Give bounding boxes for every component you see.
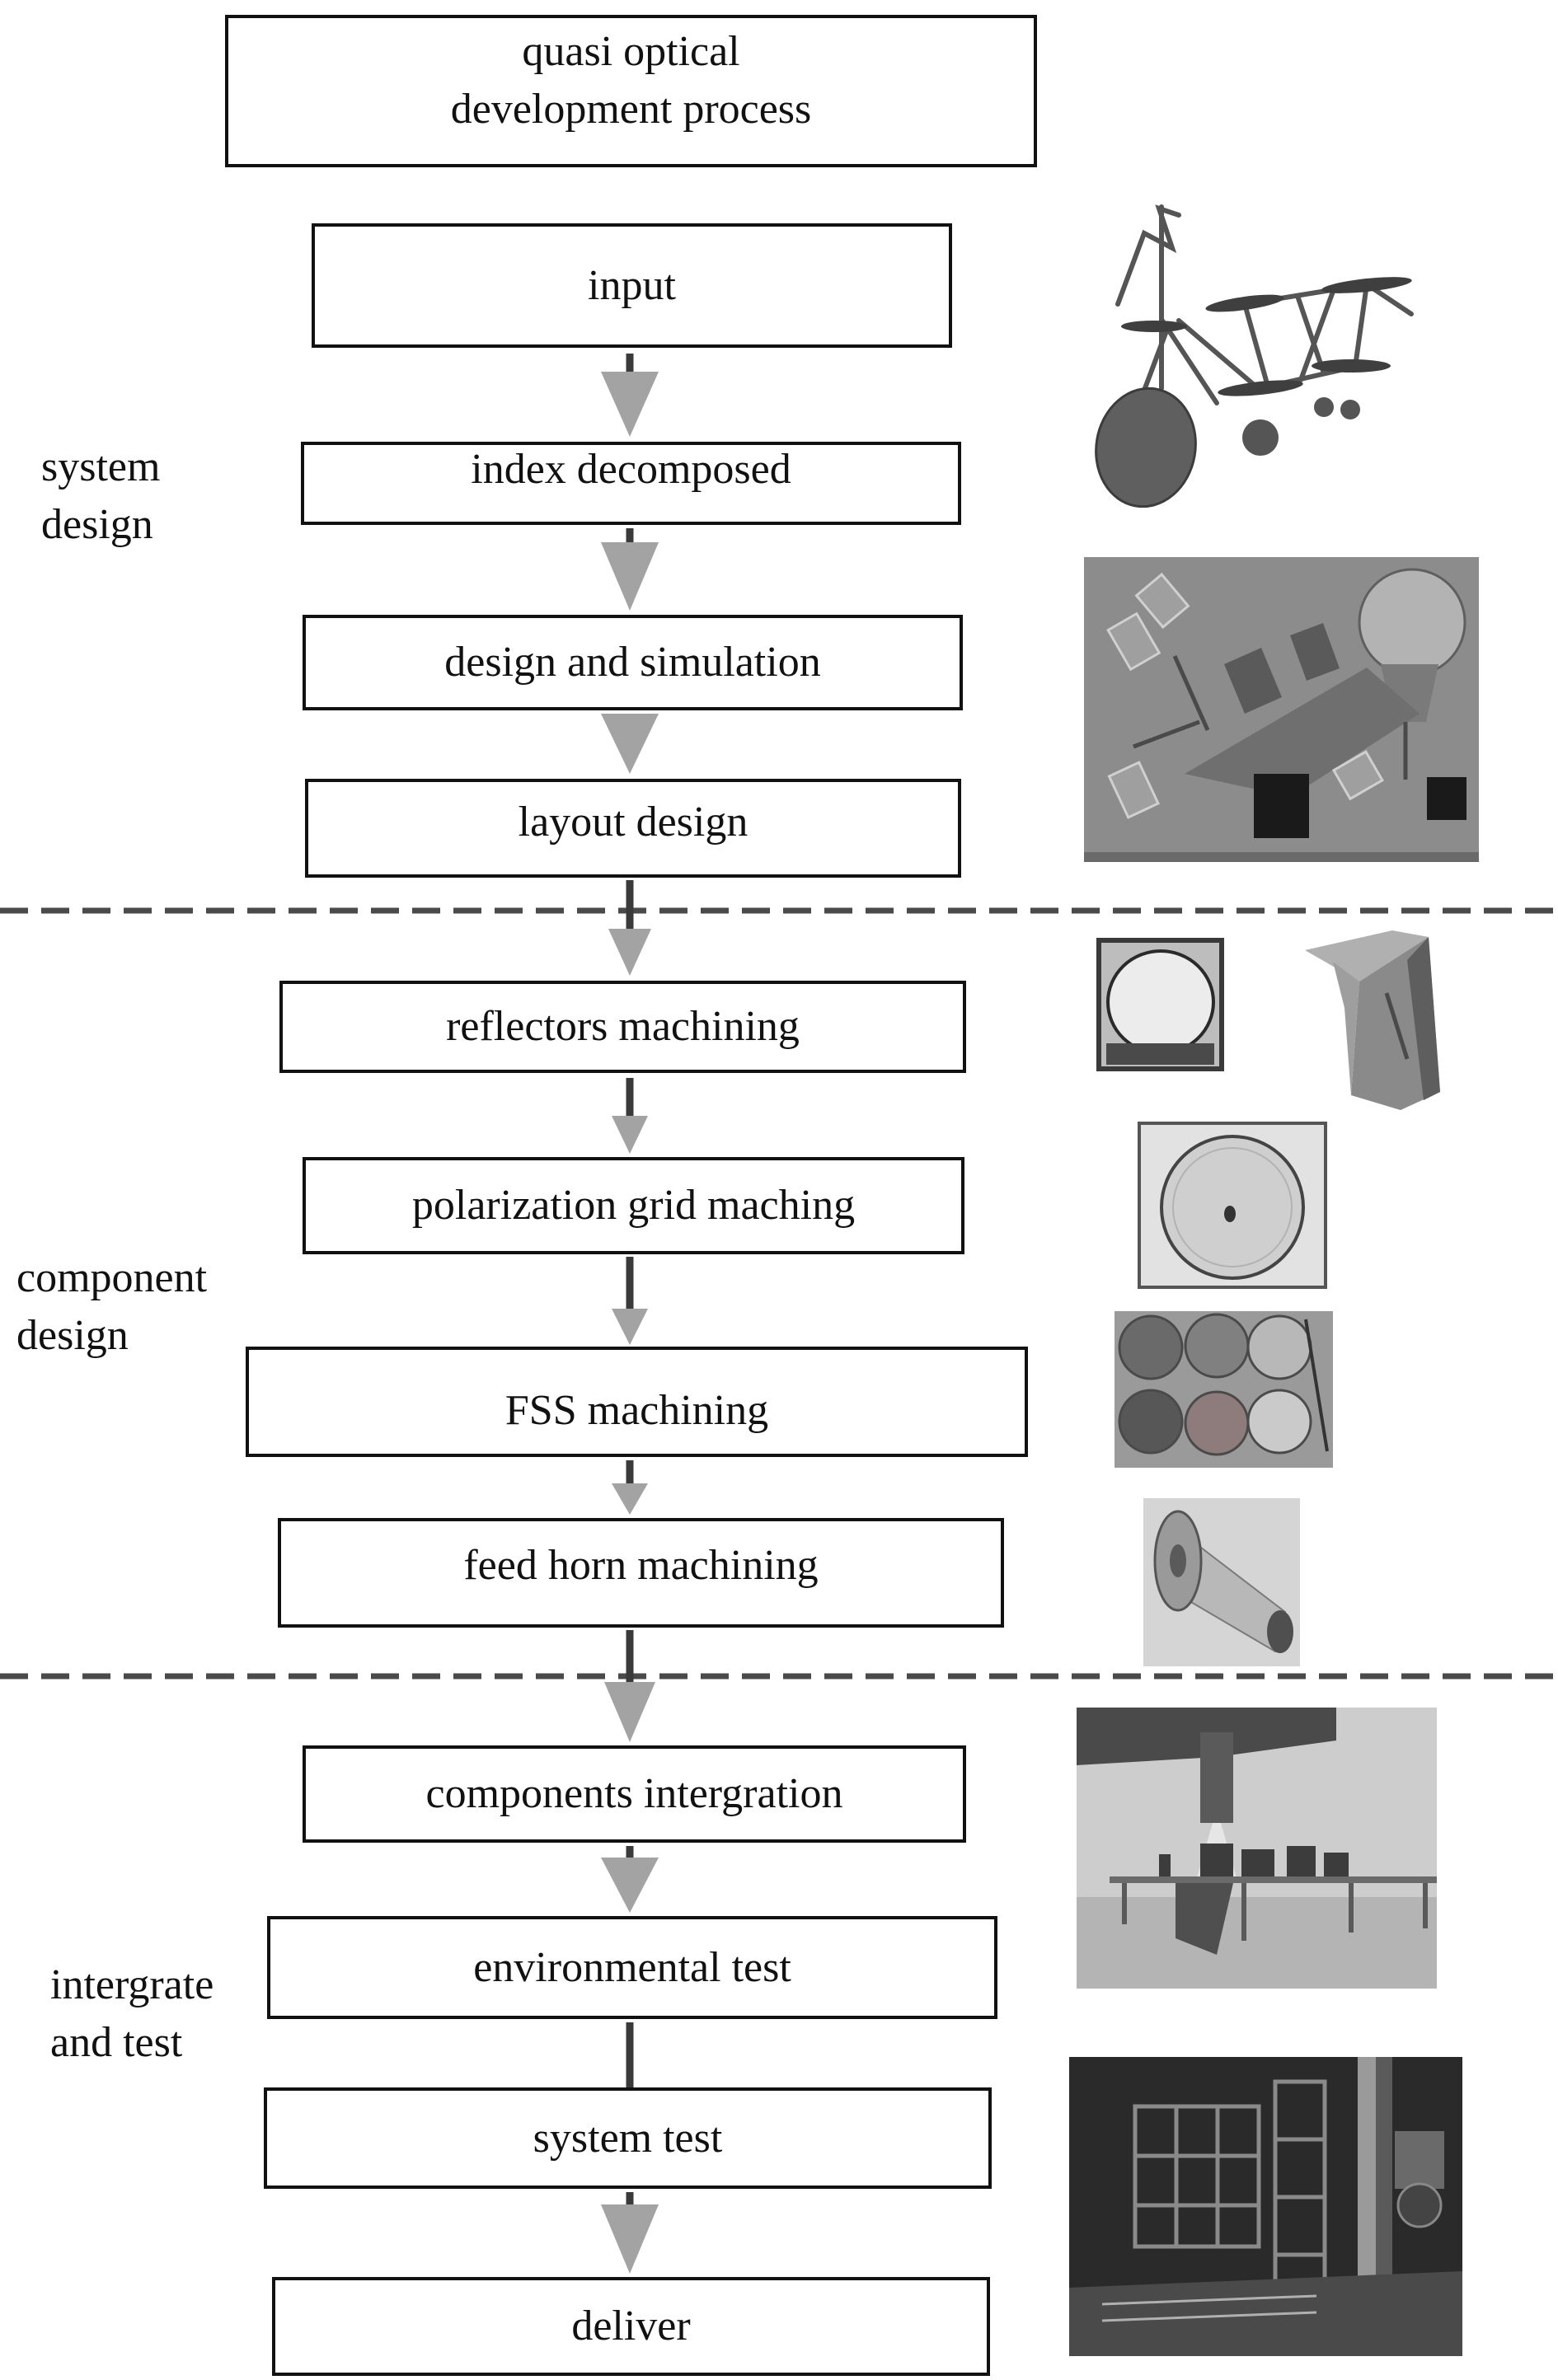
arrow-environmental-test-to-system-test (626, 2022, 634, 2087)
arrow-stem (626, 1630, 634, 1688)
step-feed-horn-machining: feed horn machining (278, 1518, 1004, 1628)
arrow-polarization-grid-to-fss (612, 1257, 648, 1345)
title-line-1: quasi optical (522, 27, 740, 75)
phase-label-line: system (41, 443, 161, 490)
arrow-system-test-to-deliver (601, 2192, 659, 2274)
arrow-stem (626, 1846, 634, 1861)
diagram-title-box: quasi optical development process (225, 15, 1037, 167)
components-integration-photo (1077, 1708, 1437, 1989)
arrow-head (612, 1483, 648, 1515)
horn-bracket-image (1305, 930, 1440, 1110)
arrow-head (608, 929, 651, 976)
arrow-head (601, 372, 659, 437)
arrow-stem (626, 2192, 634, 2210)
step-design-and-simulation: design and simulation (303, 615, 963, 710)
arrow-layout-design-to-reflectors-machining (608, 880, 651, 976)
phase-label-integrate-and-test: intergrate and test (50, 1956, 214, 2072)
arrow-fss-to-feed-horn (612, 1460, 648, 1515)
arrow-head (601, 714, 659, 774)
step-index-decomposed: index decomposed (301, 442, 961, 525)
phase-label-line: intergrate (50, 1961, 214, 2008)
step-system-test: system test (264, 2087, 992, 2189)
step-layout-design: layout design (305, 779, 961, 878)
phase-label-line: design (41, 501, 153, 548)
antenna-truss-structure-image (1095, 204, 1414, 508)
fss-samples-image (1115, 1311, 1333, 1468)
step-components-integration: components intergration (303, 1745, 966, 1843)
arrow-head (612, 1309, 648, 1345)
arrow-stem (626, 1257, 634, 1314)
arrow-components-integration-to-environmental-test (601, 1846, 659, 1913)
arrow-input-to-index-decomposed (601, 354, 659, 437)
reflector-mirror-image (1096, 938, 1224, 1071)
title-line-2: development process (450, 85, 812, 133)
arrow-head (604, 1682, 655, 1742)
step-polarization-grid-machining: polarization grid maching (303, 1157, 964, 1254)
arrow-stem (626, 1078, 634, 1120)
feed-horn-image (1143, 1498, 1300, 1666)
step-reflectors-machining: reflectors machining (279, 981, 966, 1073)
phase-label-line: design (16, 1312, 129, 1359)
phase-label-line: component (16, 1254, 208, 1301)
system-test-photo (1069, 2057, 1462, 2356)
layout-design-model-image (1084, 557, 1479, 862)
arrow-stem (626, 1460, 634, 1488)
phase-label-system-design: system design (41, 438, 160, 554)
arrow-feed-horn-to-components-integration (604, 1630, 655, 1742)
phase-label-line: and test (50, 2019, 183, 2066)
step-input: input (312, 223, 952, 348)
step-deliver: deliver (272, 2277, 990, 2376)
arrow-stem (626, 2022, 634, 2087)
step-fss-machining: FSS machining (246, 1347, 1028, 1457)
arrow-stem (626, 880, 634, 936)
step-environmental-test: environmental test (267, 1916, 997, 2019)
polarization-grid-image (1138, 1122, 1327, 1289)
arrow-design-and-simulation-to-layout-design (601, 714, 659, 774)
arrow-stem (626, 528, 634, 546)
arrow-head (612, 1116, 648, 1154)
phase-label-component-design: component design (16, 1249, 207, 1365)
arrow-head (601, 1858, 659, 1913)
arrow-stem (626, 354, 634, 379)
arrow-head (601, 542, 659, 611)
arrow-reflectors-to-polarization-grid (612, 1078, 648, 1154)
arrow-head (601, 2204, 659, 2274)
arrow-index-decomposed-to-design-and-simulation (601, 528, 659, 611)
